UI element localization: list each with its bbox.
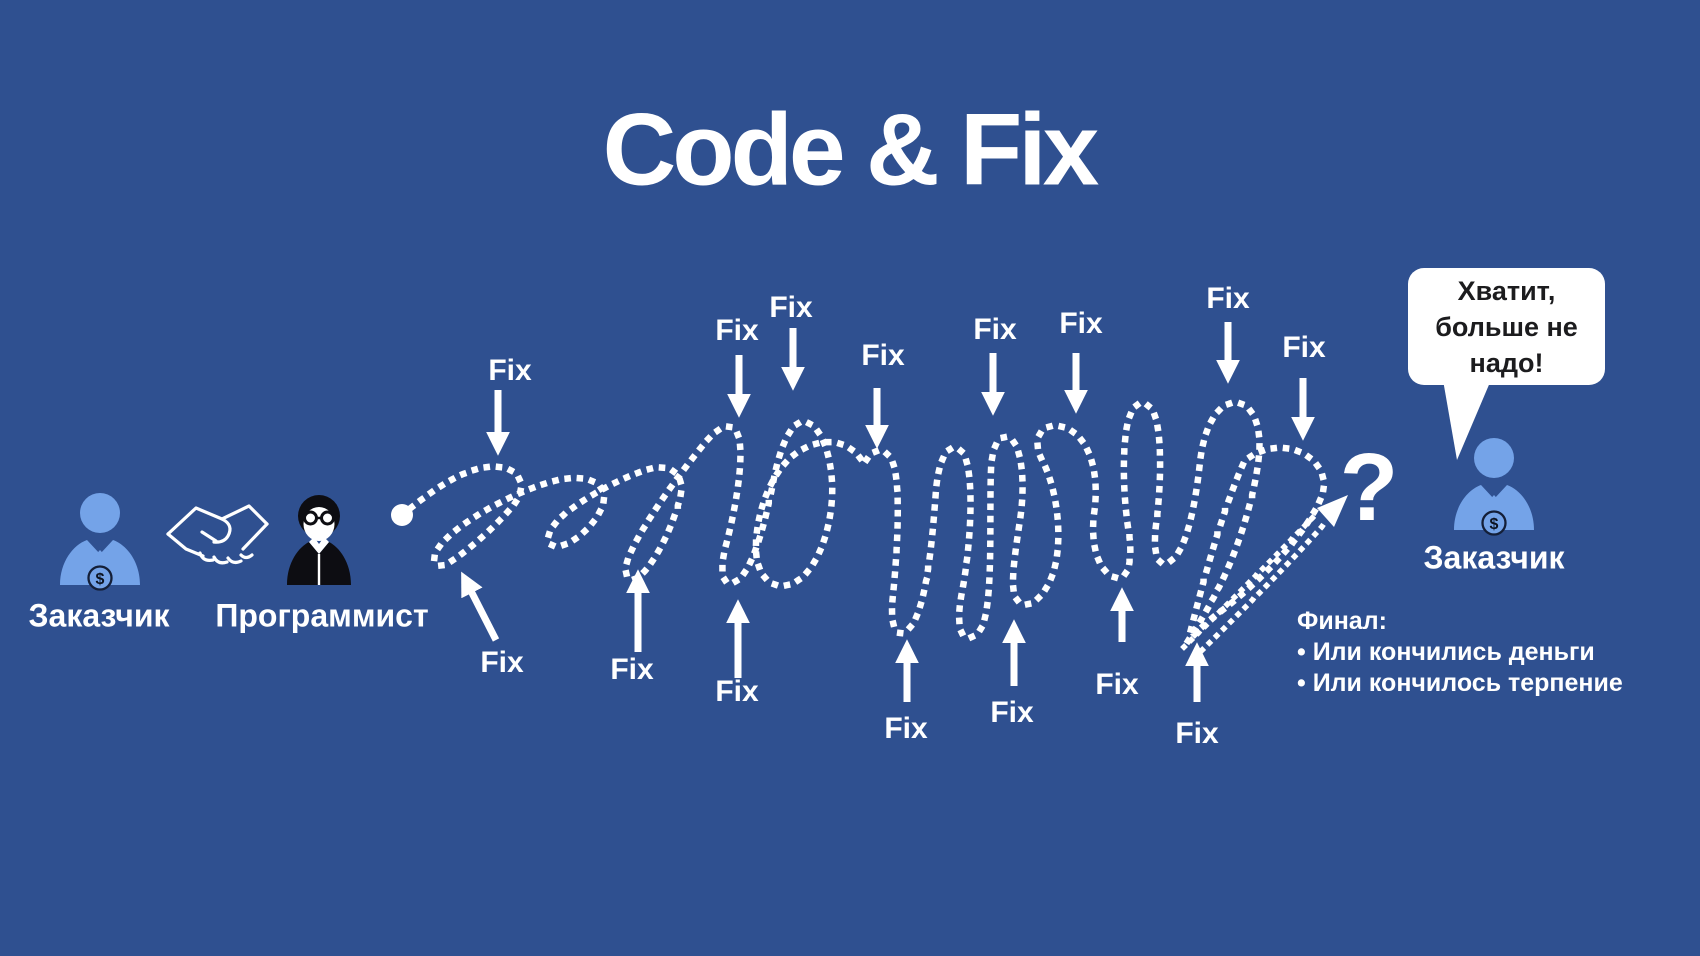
- fix-label-top-1: Fix: [488, 354, 532, 387]
- customer-icon-right: [1452, 436, 1536, 536]
- programmer-label: Программист: [215, 597, 429, 634]
- customer-label-right: Заказчик: [1423, 539, 1565, 576]
- question-mark: ?: [1339, 434, 1399, 541]
- page-title: Code & Fix: [602, 92, 1100, 207]
- fix-label-bottom-3: Fix: [715, 675, 759, 708]
- customer-icon: [58, 491, 142, 591]
- end-arrowhead-icon: [1317, 495, 1348, 527]
- speech-bubble-tail: [1443, 380, 1491, 460]
- fix-label-top-8: Fix: [1282, 331, 1326, 364]
- fix-label-bottom-6: Fix: [1095, 668, 1139, 701]
- fix-arrows-bottom: [461, 569, 1209, 702]
- fix-label-top-3: Fix: [769, 291, 813, 324]
- finale-block: Финал: • Или кончились деньги • Или конч…: [1297, 606, 1623, 699]
- speech-bubble-line: Хватит,: [1457, 275, 1556, 306]
- fix-label-top-4: Fix: [861, 339, 905, 372]
- fix-arrows-top: [486, 322, 1315, 456]
- finale-bullet-1: • Или кончились деньги: [1297, 638, 1595, 666]
- finale-heading: Финал:: [1297, 607, 1387, 635]
- fix-label-bottom-5: Fix: [990, 696, 1034, 729]
- fix-label-top-5: Fix: [973, 313, 1017, 346]
- fix-arrow-up: [461, 571, 500, 642]
- speech-bubble: Хватит, больше не надо!: [1408, 268, 1605, 385]
- fix-label-bottom-2: Fix: [610, 653, 654, 686]
- start-dot-icon: [391, 504, 413, 526]
- fix-label-bottom-7: Fix: [1175, 717, 1219, 750]
- fix-label-top-6: Fix: [1059, 307, 1103, 340]
- fix-label-bottom-4: Fix: [884, 712, 928, 745]
- speech-bubble-line: больше не: [1435, 311, 1578, 342]
- fix-label-bottom-1: Fix: [480, 646, 524, 679]
- speech-bubble-line: надо!: [1469, 347, 1544, 378]
- scribble-path: [397, 399, 1327, 646]
- handshake-icon: [166, 504, 269, 565]
- customer-label-left: Заказчик: [28, 597, 170, 634]
- fix-label-top-2: Fix: [715, 314, 759, 347]
- programmer-icon: [287, 495, 351, 585]
- finale-bullet-2: • Или кончилось терпение: [1297, 669, 1623, 697]
- fix-label-top-7: Fix: [1206, 282, 1250, 315]
